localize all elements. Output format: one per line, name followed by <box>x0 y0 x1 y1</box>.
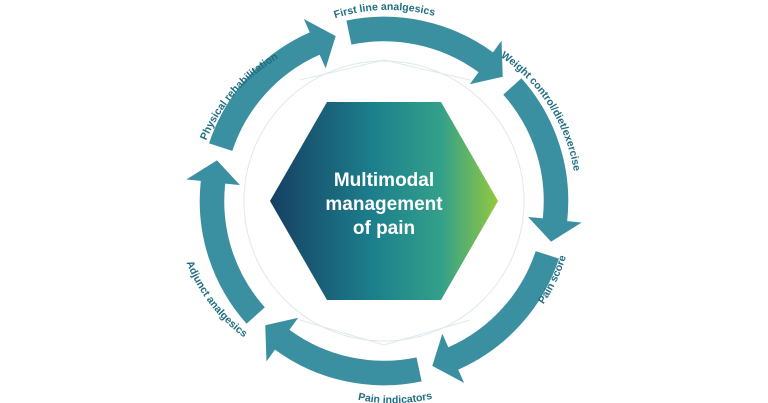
label-pain-indicators: Pain indicators <box>357 390 433 403</box>
cycle-arrow-adjunct <box>181 158 267 326</box>
cycle-arrow-first-line <box>344 15 505 87</box>
center-title-line-2: management <box>325 194 443 215</box>
cycle-arrows <box>181 15 587 387</box>
cycle-arrow-weight <box>501 76 587 244</box>
cycle-arrow-physical <box>207 15 338 153</box>
center-hexagon <box>270 102 498 300</box>
center-title: Multimodal management of pain <box>325 170 443 239</box>
cycle-arrow-pain-score <box>430 249 561 387</box>
center-title-line-3: of pain <box>353 218 415 239</box>
cycle-arrow-pain-indicators <box>263 315 424 387</box>
background-outline <box>243 59 525 346</box>
center-title-line-1: Multimodal <box>334 170 434 191</box>
